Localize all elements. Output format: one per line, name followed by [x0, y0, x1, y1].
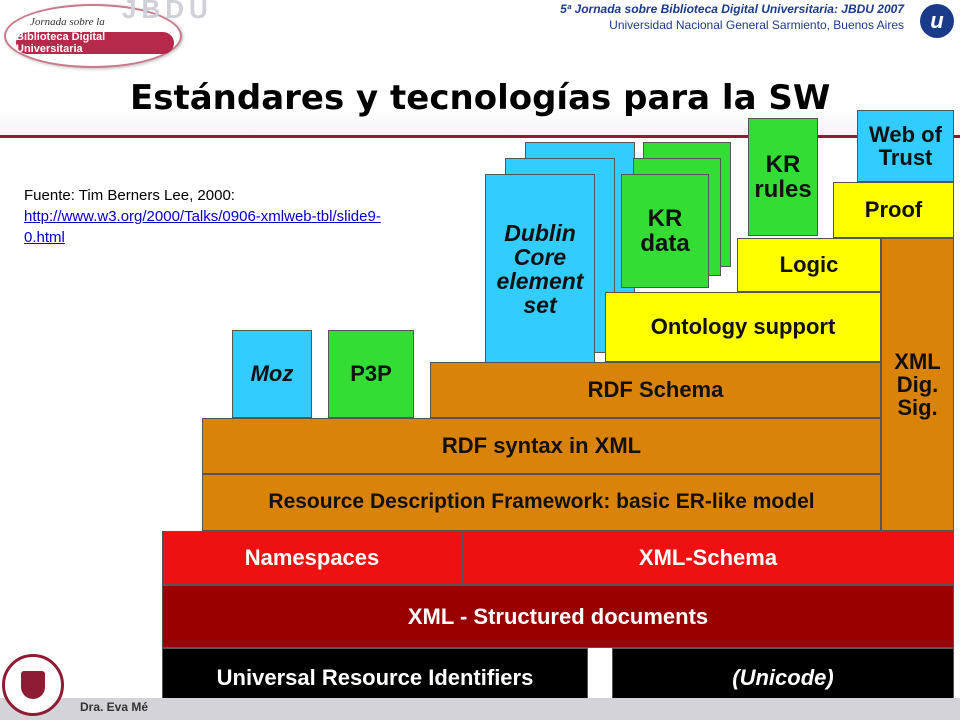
- university-logo-icon: u: [920, 4, 954, 38]
- rdf-schema-layer: RDF Schema: [430, 362, 881, 418]
- xml-dig-sig-layer: XML Dig. Sig.: [881, 238, 954, 531]
- footer-bar: [0, 698, 960, 720]
- web-of-trust-layer: Web of Trust: [857, 110, 954, 182]
- footer-author: Dra. Eva Mé: [80, 700, 149, 714]
- source-link[interactable]: http://www.w3.org/2000/Talks/0906-xmlweb…: [24, 208, 381, 246]
- moz-block: Moz: [232, 330, 312, 418]
- university-line: Universidad Nacional General Sarmiento, …: [609, 18, 904, 32]
- source-label: Fuente: Tim Berners Lee, 2000:: [24, 187, 235, 204]
- logo-small-text: Jornada sobre la: [30, 16, 105, 28]
- logo-banner: Biblioteca Digital Universitaria: [16, 31, 174, 55]
- ontology-support-layer: Ontology support: [605, 292, 881, 362]
- logo-watermark: JBDU: [122, 0, 213, 24]
- logic-layer: Logic: [737, 238, 881, 292]
- xml-structured-layer: XML - Structured documents: [162, 585, 954, 648]
- source-citation: Fuente: Tim Berners Lee, 2000: http://ww…: [24, 185, 404, 248]
- rdf-model-layer: Resource Description Framework: basic ER…: [202, 474, 881, 531]
- university-seal-icon: [2, 654, 64, 716]
- namespaces-layer: Namespaces: [162, 531, 462, 585]
- proof-layer: Proof: [833, 182, 954, 238]
- kr-rules-block: KR rules: [748, 118, 818, 236]
- slide-title: Estándares y tecnologías para la SW: [130, 78, 831, 118]
- p3p-block: P3P: [328, 330, 414, 418]
- header-divider: [0, 135, 960, 138]
- xml-schema-layer: XML-Schema: [462, 531, 954, 585]
- kr-data-block: KR data: [621, 174, 709, 288]
- rdf-syntax-layer: RDF syntax in XML: [202, 418, 881, 474]
- event-line: 5ª Jornada sobre Biblioteca Digital Univ…: [560, 2, 904, 16]
- dublin-core-block: Dublin Core element set: [485, 174, 595, 364]
